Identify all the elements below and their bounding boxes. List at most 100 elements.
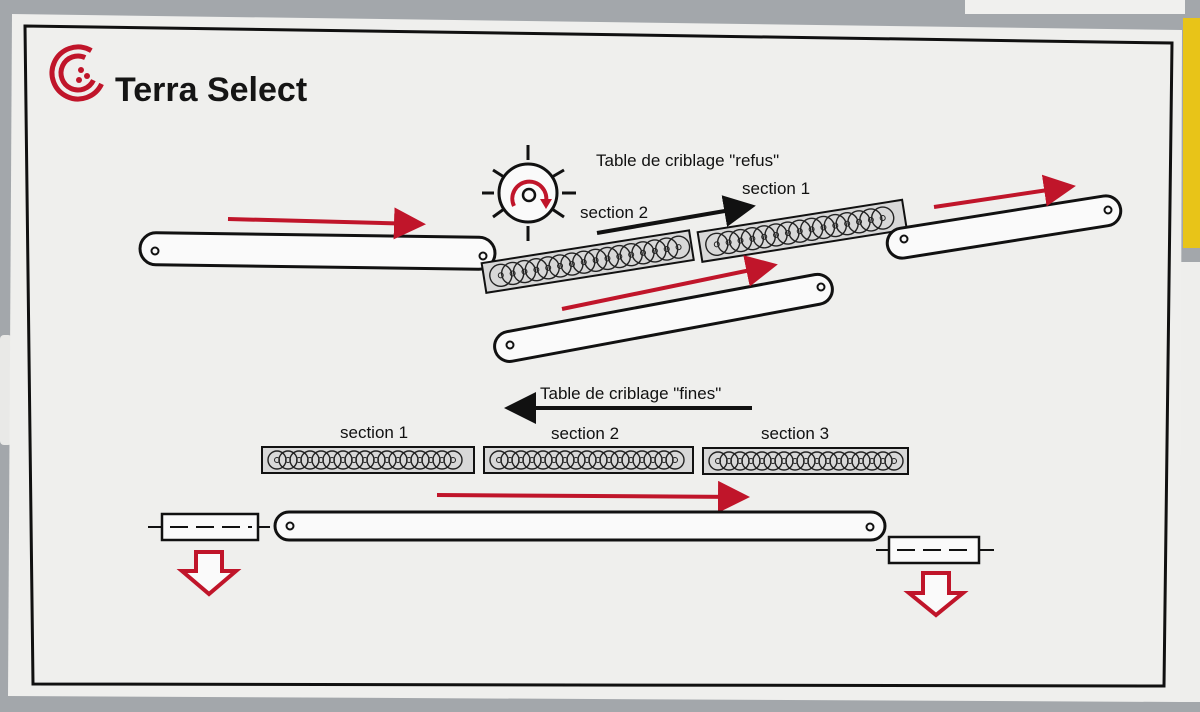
- terra-select-logo-icon: [49, 44, 107, 102]
- screen-disc-hub: [533, 266, 540, 273]
- screen-disc: [595, 246, 620, 271]
- screen-disc-hub: [557, 262, 564, 269]
- screen-disc-hub: [737, 237, 744, 244]
- screen-disc-hub: [450, 457, 456, 463]
- screen-disc-hub: [616, 253, 623, 260]
- screen-disc-hub: [820, 224, 827, 231]
- screen-disc: [871, 206, 895, 230]
- sign-panel: [8, 14, 1182, 702]
- sign-frame: [23, 24, 1174, 688]
- screen-disc-hub: [713, 241, 720, 248]
- screen-disc-hub: [891, 458, 897, 464]
- brand-name: Terra Select: [115, 71, 307, 109]
- screen-disc-hub: [879, 215, 886, 222]
- screen-disc: [764, 223, 788, 247]
- screen-disc-hub: [628, 251, 635, 258]
- screen-disc-hub: [568, 261, 575, 268]
- screen-disc: [740, 227, 765, 251]
- screen-disc-hub: [856, 218, 863, 225]
- screen-disc: [500, 261, 525, 286]
- screen-disc-hub: [497, 272, 504, 279]
- conveyor-refus-out: [885, 194, 1123, 260]
- screen-disc-hub: [832, 222, 839, 229]
- screen-disc: [835, 211, 859, 236]
- refus-direction-arrow: [596, 195, 756, 235]
- screen-disc: [799, 217, 824, 242]
- screen-disc-hub: [604, 255, 611, 262]
- screen-disc: [705, 232, 729, 257]
- discharge-arrow-icon: [903, 571, 969, 618]
- screen-disc: [811, 215, 836, 240]
- screen-disc: [666, 235, 691, 259]
- screen-disc: [548, 254, 572, 278]
- flow-arrow-transfer: [561, 255, 778, 311]
- fines-table-title: Table de criblage "fines": [540, 384, 721, 403]
- screen-disc: [512, 259, 537, 284]
- screen-disc: [643, 239, 667, 263]
- refus-screen-section-2: [480, 229, 695, 294]
- top-right-plate: [965, 0, 1185, 14]
- screen-disc-hub: [675, 244, 682, 251]
- screen-disc: [655, 237, 679, 261]
- screen-disc: [788, 219, 812, 243]
- right-plate: [1178, 262, 1200, 702]
- screen-disc: [524, 258, 549, 282]
- screen-disc: [560, 252, 584, 276]
- left-plate: [0, 335, 12, 445]
- screen-disc-hub: [761, 233, 768, 240]
- screen-disc: [489, 263, 513, 288]
- screen-disc-hub: [672, 457, 678, 463]
- flow-arrow-refus-out: [933, 174, 1076, 209]
- refus-section-2-label: section 2: [580, 203, 648, 222]
- conveyor-infeed: [138, 231, 497, 271]
- yellow-edge: [1183, 18, 1200, 248]
- refus-section-1-label: section 1: [742, 179, 810, 198]
- screen-disc-hub: [592, 257, 599, 264]
- screen-disc: [583, 248, 608, 273]
- discharge-arrow-icon: [176, 550, 242, 597]
- screen-disc-hub: [749, 235, 756, 242]
- screen-disc: [823, 213, 848, 238]
- screen-disc-hub: [651, 247, 658, 254]
- screen-disc: [619, 242, 643, 267]
- screen-disc-hub: [580, 259, 587, 266]
- fines-screen-section-1: [261, 446, 475, 474]
- screen-disc: [752, 225, 776, 249]
- screen-disc: [443, 450, 463, 470]
- screen-disc: [847, 210, 871, 234]
- screen-disc-hub: [796, 228, 803, 235]
- fines-screen-section-3: [702, 447, 909, 475]
- screen-disc-hub: [844, 220, 851, 227]
- fines-section-3-label: section 3: [761, 424, 829, 443]
- screen-disc-hub: [773, 231, 780, 238]
- screen-disc: [859, 208, 883, 232]
- screen-disc-hub: [808, 226, 815, 233]
- screen-disc-hub: [784, 230, 791, 237]
- discharge-left: [148, 512, 270, 542]
- screen-disc: [607, 244, 632, 269]
- screen-disc: [716, 230, 741, 255]
- screen-disc: [728, 228, 753, 253]
- screen-disc: [631, 241, 655, 265]
- screen-disc: [776, 221, 800, 245]
- screen-disc: [536, 256, 560, 280]
- screen-disc-hub: [663, 246, 670, 253]
- conveyor-fines: [273, 510, 887, 542]
- screen-disc: [665, 450, 685, 470]
- flow-arrow-fines: [436, 480, 750, 513]
- screen-disc-hub: [521, 268, 528, 275]
- screen-disc: [572, 250, 596, 274]
- screen-disc-hub: [725, 239, 732, 246]
- refus-screen-section-1: [696, 198, 908, 263]
- screen-disc-hub: [867, 216, 874, 223]
- fines-section-1-label: section 1: [340, 423, 408, 442]
- discharge-right: [876, 535, 994, 565]
- fines-screen-section-2: [483, 446, 694, 474]
- screen-disc-hub: [545, 264, 552, 271]
- rotation-icon: [482, 145, 576, 241]
- screen-disc-hub: [509, 270, 516, 277]
- fines-section-2-label: section 2: [551, 424, 619, 443]
- screen-disc-hub: [640, 249, 647, 256]
- screen-disc: [884, 451, 904, 471]
